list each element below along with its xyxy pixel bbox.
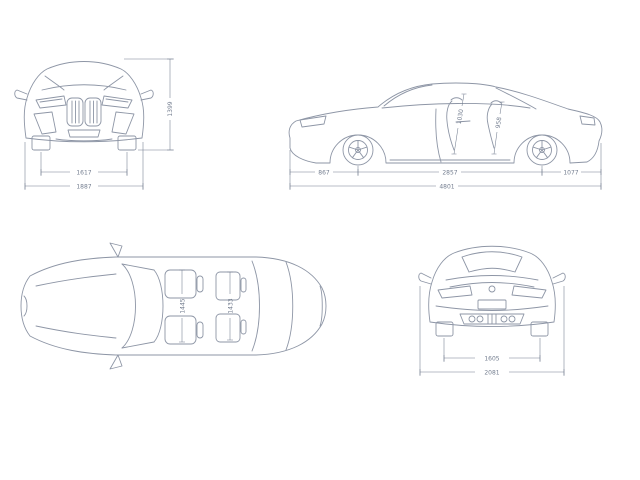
hood-crease-upper [35,273,117,287]
wheels [31,135,137,151]
door-seam [435,108,442,163]
rear-wheel [526,134,558,166]
interior-height-front-dimension: 1030 [451,93,467,155]
brand-roundel [488,285,496,293]
dim-label-interior-width-front: 1445 [180,298,187,313]
rear-track-dimension: 1605 [443,338,541,362]
front-car-drawing [14,61,154,151]
front-seat [446,97,463,151]
length-dimensions: 867 2857 1077 4801 [289,143,602,190]
side-car-drawing [288,82,603,166]
interior-width-front-dimension: 1445 [179,269,187,343]
interior-height-rear-dimension: 958 [491,101,505,155]
dim-label-rear-overall-width: 2081 [484,369,499,376]
dim-label-front-track: 1617 [76,169,91,176]
headlight [299,115,327,128]
tonneau-line [251,260,260,352]
windshield-header-arc [153,269,164,343]
spoiler-line [449,282,535,288]
dim-label-rear-track: 1605 [484,355,499,362]
license-plate [477,299,507,310]
dim-label-front-width: 1887 [76,183,91,190]
top-car-drawing [20,242,327,370]
rear-overall-width-dimension: 2081 [419,286,565,376]
front-height-dimension: 1399 [124,58,174,151]
rear-seat [486,100,502,149]
soft-top-rear-seam [495,87,537,110]
dim-label-front-overhang: 867 [318,169,330,176]
spoiler-line [319,285,323,327]
nose-kidney-line [23,295,28,317]
a-pillar-right [103,75,124,91]
side-mirrors [14,89,154,101]
wheels [435,321,549,337]
top-view: 1445 1433 [20,242,327,370]
dim-label-overall-length: 4801 [439,183,454,190]
side-mirrors [418,272,566,285]
trunk-line [285,261,294,351]
windshield-line [383,84,433,107]
taillights [437,285,547,299]
dim-label-interior-height-rear: 958 [495,116,504,129]
door-handle [455,120,471,123]
belt-line [381,103,531,109]
windshield-base-line [41,84,127,91]
dim-label-interior-width-rear: 1433 [228,298,235,313]
rear-view: 1605 2081 [418,245,566,376]
rear-car-drawing [418,245,566,337]
taillight [579,115,596,126]
diffuser-exhausts [459,313,525,325]
dim-label-interior-height-front: 1030 [456,109,465,125]
front-wheel [342,134,374,166]
front-view: 1617 1887 1399 [14,58,174,190]
dim-label-wheelbase: 2857 [442,169,457,176]
dim-label-height: 1399 [167,101,174,116]
car-body-outline [288,82,603,164]
windshield-base-arc [121,263,136,349]
side-mirrors [109,242,123,370]
car-body-outline [428,245,556,327]
windshield-sides [121,263,155,349]
front-track-dimension: 1617 [40,152,128,176]
dim-label-rear-overhang: 1077 [563,169,578,176]
lower-intakes [33,111,135,142]
kidney-grille [66,97,102,127]
headlight-left [35,95,67,109]
front-overall-width-dimension: 1887 [24,142,144,190]
rear-window [461,251,523,273]
headlight-right [101,95,133,109]
interior-width-rear-dimension: 1433 [227,271,235,341]
bumper-line [435,305,549,311]
car-body-outline [20,256,327,356]
a-pillar-left [44,75,65,91]
side-view: 1030 958 867 2857 1077 4801 [288,82,603,190]
trunk-line [445,275,539,281]
car-body-outline [23,61,145,143]
hood-crease-lower [35,325,117,339]
